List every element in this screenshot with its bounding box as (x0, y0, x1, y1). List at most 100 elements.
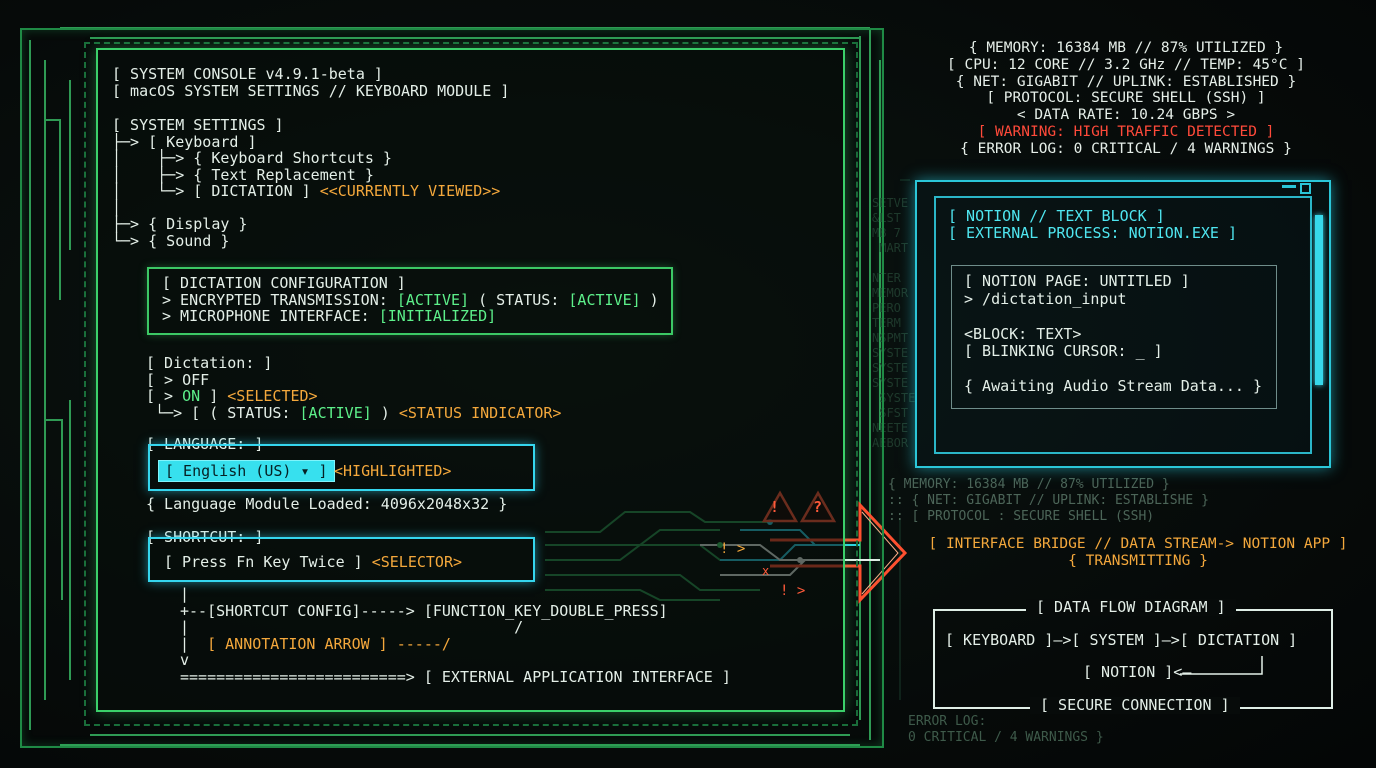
on-suffix: ] (200, 387, 219, 405)
system-stats: { MEMORY: 16384 MB // 87% UTILIZED }[ CP… (926, 40, 1326, 158)
maximize-icon[interactable] (1300, 183, 1311, 194)
stat-cpu: [ CPU: 12 CORE // 3.2 GHz // TEMP: 45°C … (947, 56, 1305, 73)
encrypted-transmission-value: [ACTIVE] (396, 290, 470, 309)
shortcut-box (148, 537, 535, 582)
tree-item-text-replacement[interactable]: │ ├─> { Text Replacement } (112, 165, 374, 184)
warning-mark-1: ! (770, 498, 780, 516)
annotation-arrow-tail: -----/ (387, 634, 451, 653)
shortcut-selector[interactable]: [ Press Fn Key Twice ] (164, 553, 363, 571)
dictation-config-box (147, 267, 673, 335)
ghost-error: ERROR LOG: 0 CRITICAL / 4 WARNINGS } (908, 714, 1104, 746)
status-close: ) (640, 290, 659, 309)
dictation-option-off[interactable]: [ > OFF (146, 370, 210, 389)
dictation-config: [ DICTATION CONFIGURATION ] > ENCRYPTED … (162, 275, 659, 325)
shortcut-row: [ Press Fn Key Twice ] <SELECTOR> (164, 554, 462, 571)
on-value: ON (182, 387, 201, 405)
microphone-label: > MICROPHONE INTERFACE: (162, 307, 379, 325)
tree-item-keyboard-shortcuts[interactable]: │ ├─> { Keyboard Shortcuts } (112, 149, 392, 167)
ghost-stats: { MEMORY: 16384 MB // 87% UTILIZED } :: … (888, 477, 1209, 525)
status-value: [ACTIVE] (568, 290, 641, 309)
diagram-line-5: v (180, 651, 190, 669)
ghost-error-label: ERROR LOG: (908, 714, 987, 729)
bridge-title: [ INTERFACE BRIDGE // DATA STREAM-> NOTI… (928, 536, 1348, 552)
stat-protocol: [ PROTOCOL: SECURE SHELL (SSH) ] (986, 90, 1266, 107)
stat-rate: < DATA RATE: 10.24 GBPS > (1016, 107, 1236, 124)
selector-note: <SELECTOR> (371, 553, 463, 571)
stat-warning: [ WARNING: HIGH TRAFFIC DETECTED ] (977, 123, 1275, 140)
spark-3: x (762, 564, 770, 578)
diagram-line-1: | (180, 585, 190, 603)
tree-root: [ SYSTEM SETTINGS ] (112, 116, 284, 134)
status-label: ( STATUS: (469, 290, 569, 309)
stat-errors: { ERROR LOG: 0 CRITICAL / 4 WARNINGS } (960, 140, 1292, 157)
encrypted-transmission-label: > ENCRYPTED TRANSMISSION: (162, 290, 397, 309)
outer-frame (20, 28, 884, 748)
ghost-protocol: :: [ PROTOCOL : SECURE SHELL (SSH) (888, 509, 1155, 524)
console-header: [ SYSTEM CONSOLE v4.9.1-beta ] [ macOS S… (112, 66, 509, 99)
tree-item-dictation[interactable]: │ └─> [ DICTATION ] (112, 182, 311, 200)
stat-memory: { MEMORY: 16384 MB // 87% UTILIZED } (968, 40, 1284, 56)
spark-2: ! > (780, 583, 806, 599)
dictation-status-label: └─> [ ( STATUS: (146, 403, 300, 422)
bridge-status: { TRANSMITTING } (1068, 553, 1208, 569)
currently-viewed-note: <<CURRENTLY VIEWED>> (319, 182, 501, 200)
language-box (148, 444, 535, 491)
tree-item-keyboard[interactable]: ├─> [ Keyboard ] (112, 132, 257, 151)
notion-block: <BLOCK: TEXT> (964, 324, 1082, 343)
notion-input[interactable]: > /dictation_input (964, 289, 1127, 308)
diagram-line-4-prefix: | (180, 634, 208, 653)
notion-page-title: [ NOTION PAGE: UNTITLED ] (964, 272, 1190, 290)
microphone-value: [INITIALIZED] (378, 307, 497, 325)
dictation-title: [ Dictation: ] (146, 354, 273, 372)
data-flow-footer: [ SECURE CONNECTION ] (1030, 697, 1240, 714)
data-flow-title: [ DATA FLOW DIAGRAM ] (1026, 599, 1236, 616)
notion-scrollbar[interactable] (1315, 215, 1323, 385)
dictation-status-close: ) (371, 403, 390, 422)
bridge-arrow (770, 501, 908, 604)
notion-page (951, 265, 1277, 409)
console-subtitle: [ macOS SYSTEM SETTINGS // KEYBOARD MODU… (112, 81, 510, 100)
minimize-icon[interactable] (1282, 185, 1296, 188)
data-flow-row-2: [ NOTION ]<— (1083, 663, 1192, 681)
shortcut-diagram: | +--[SHORTCUT CONFIG]-----> [FUNCTION_K… (180, 586, 731, 685)
background-noise: SETVE &LST MB 7 MART NTER MEMOR PERO TER… (872, 196, 916, 450)
notion-window (915, 180, 1331, 468)
on-prefix: [ > (146, 387, 183, 405)
selected-note: <SELECTED> (227, 387, 318, 405)
notion-process: [ EXTERNAL PROCESS: NOTION.EXE ] (948, 223, 1237, 242)
data-flow-row-1: [ KEYBOARD ]—>[ SYSTEM ]—>[ DICTATION ] (945, 631, 1298, 649)
notion-cursor[interactable]: [ BLINKING CURSOR: _ ] (964, 342, 1163, 360)
diagram-line-3: | / (180, 618, 524, 636)
notion-title: [ NOTION // TEXT BLOCK ] (948, 207, 1165, 225)
config-title: [ DICTATION CONFIGURATION ] (162, 274, 406, 292)
language-module-info: { Language Module Loaded: 4096x2048x32 } (146, 495, 508, 513)
ghost-memory: { MEMORY: 16384 MB // 87% UTILIZED } (888, 477, 1170, 492)
ghost-net: :: { NET: GIGABIT // UPLINK: ESTABLISHE … (888, 493, 1209, 508)
diagram-line-2: +--[SHORTCUT CONFIG]-----> [FUNCTION_KEY… (180, 601, 668, 620)
tree-item-display[interactable]: ├─> { Display } (112, 215, 248, 233)
warning-mark-2: ? (813, 498, 823, 516)
tree-item-sound[interactable]: └─> { Sound } (112, 231, 230, 250)
settings-tree: [ SYSTEM SETTINGS ] ├─> [ Keyboard ] │ ├… (112, 116, 501, 250)
notion-header: [ NOTION // TEXT BLOCK ] [ EXTERNAL PROC… (948, 208, 1237, 241)
diagram-line-6: =========================> [ EXTERNAL AP… (180, 667, 731, 686)
notion-await: { Awaiting Audio Stream Data... } (964, 377, 1263, 395)
dictation-status-value: [ACTIVE] (299, 403, 372, 422)
highlighted-note: <HIGHLIGHTED> (334, 462, 452, 480)
system-console-panel (96, 48, 845, 712)
data-flow-box (933, 609, 1333, 709)
annotation-arrow-label: [ ANNOTATION ARROW ] (207, 634, 388, 653)
interface-bridge: [ INTERFACE BRIDGE // DATA STREAM-> NOTI… (900, 536, 1376, 570)
return-line (1180, 656, 1263, 675)
status-indicator-note: <STATUS INDICATOR> (398, 403, 562, 422)
dictation-toggle: [ Dictation: ] [ > OFF [ > ON ] <SELECTE… (146, 355, 561, 421)
inner-dashed-frame (84, 42, 858, 726)
spark-1: ! > (720, 541, 746, 557)
language-select[interactable]: [ English (US) ▾ ] (158, 460, 335, 482)
dictation-option-on[interactable]: [ > ON ] (146, 387, 218, 405)
notion-page-content: [ NOTION PAGE: UNTITLED ] > /dictation_i… (964, 272, 1263, 396)
ghost-error-value: 0 CRITICAL / 4 WARNINGS } (908, 730, 1104, 745)
console-title: [ SYSTEM CONSOLE v4.9.1-beta ] (112, 65, 383, 83)
notion-window-inner (934, 196, 1312, 454)
stat-net: { NET: GIGABIT // UPLINK: ESTABLISHED } (955, 73, 1297, 90)
